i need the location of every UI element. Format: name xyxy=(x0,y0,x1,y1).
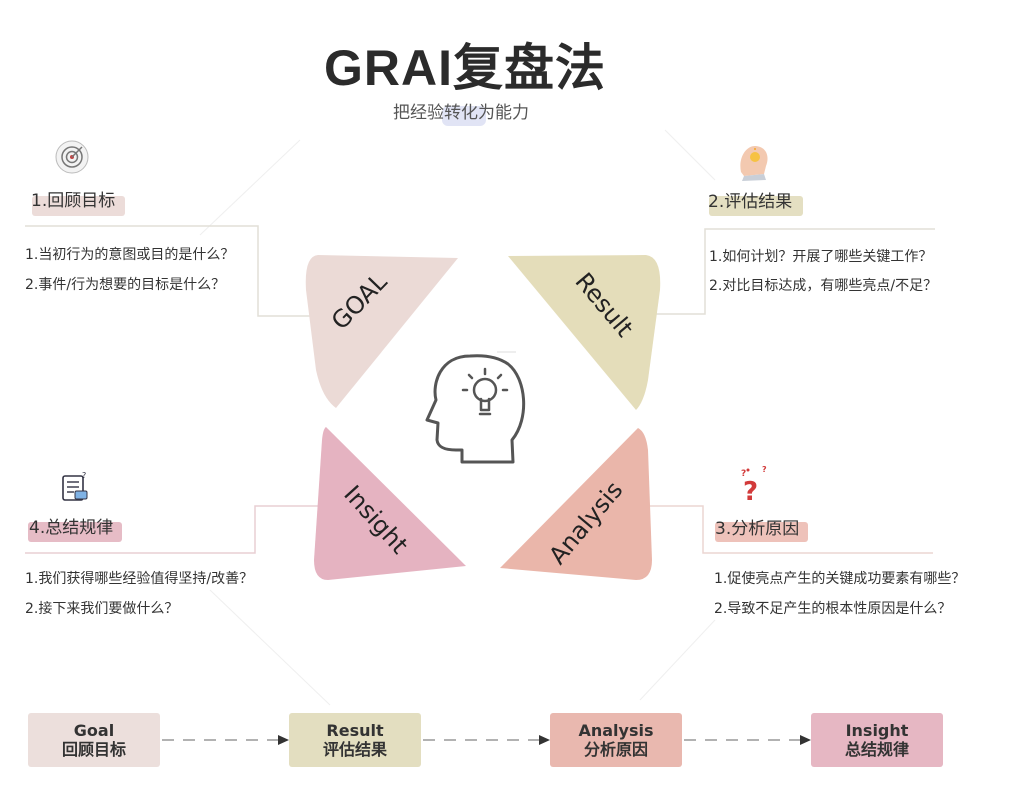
flow-box-result: Result 评估结果 xyxy=(289,713,421,767)
lightbulb-head-icon xyxy=(740,145,768,181)
page-subtitle: 把经验转化为能力 xyxy=(393,103,529,123)
result-question-2: 2.对比目标达成，有哪些亮点/不足？ xyxy=(709,278,938,294)
result-quadrant xyxy=(508,255,661,410)
clipboard-icon: ? xyxy=(62,471,88,501)
goal-title-highlight xyxy=(32,196,125,216)
analysis-section-title: 3.分析原因 xyxy=(715,519,800,539)
insight-question-2: 2.接下来我们要做什么？ xyxy=(25,601,179,617)
analysis-quadrant xyxy=(500,428,652,580)
page-title: GRAI复盘法 xyxy=(324,40,606,96)
insight-title-highlight xyxy=(28,522,122,542)
svg-text:?: ? xyxy=(743,477,758,507)
flow-box-en: Result xyxy=(326,721,384,740)
flow-box-goal: Goal 回顾目标 xyxy=(28,713,160,767)
target-icon xyxy=(55,140,89,174)
insight-question-1: 1.我们获得哪些经验值得坚持/改善？ xyxy=(25,571,254,587)
flow-box-insight: Insight 总结规律 xyxy=(811,713,943,767)
flow-box-zh: 评估结果 xyxy=(322,740,387,759)
svg-text:?: ? xyxy=(762,465,767,474)
flow-box-en: Insight xyxy=(845,721,909,740)
result-question-1: 1.如何计划？开展了哪些关键工作？ xyxy=(709,249,933,265)
insight-section-title: 4.总结规律 xyxy=(29,518,114,538)
analysis-question-2: 2.导致不足产生的根本性原因是什么？ xyxy=(714,601,952,617)
flow-box-en: Goal xyxy=(73,721,115,740)
result-section-title: 2.评估结果 xyxy=(708,192,793,212)
flow-box-en: Analysis xyxy=(578,721,654,740)
goal-question-1: 1.当初行为的意图或目的是什么？ xyxy=(25,247,235,263)
svg-text:?: ? xyxy=(82,471,86,480)
goal-section-title: 1.回顾目标 xyxy=(31,191,116,211)
analysis-question-1: 1.促使亮点产生的关键成功要素有哪些？ xyxy=(714,571,966,587)
result-title-highlight xyxy=(709,196,803,216)
head-lightbulb-icon xyxy=(425,354,526,464)
svg-text:?: ? xyxy=(741,469,746,479)
goal-question-2: 2.事件/行为想要的目标是什么？ xyxy=(25,277,226,293)
flow-box-zh: 分析原因 xyxy=(583,740,648,759)
flow-box-zh: 总结规律 xyxy=(844,740,909,759)
question-mark-icon: ? ? ? xyxy=(741,465,767,507)
analysis-title-highlight xyxy=(715,522,808,542)
insight-quadrant xyxy=(314,427,466,580)
flow-box-analysis: Analysis 分析原因 xyxy=(550,713,682,767)
goal-quadrant xyxy=(305,255,458,408)
flow-box-zh: 回顾目标 xyxy=(61,740,126,759)
subtitle-highlight xyxy=(442,106,486,126)
